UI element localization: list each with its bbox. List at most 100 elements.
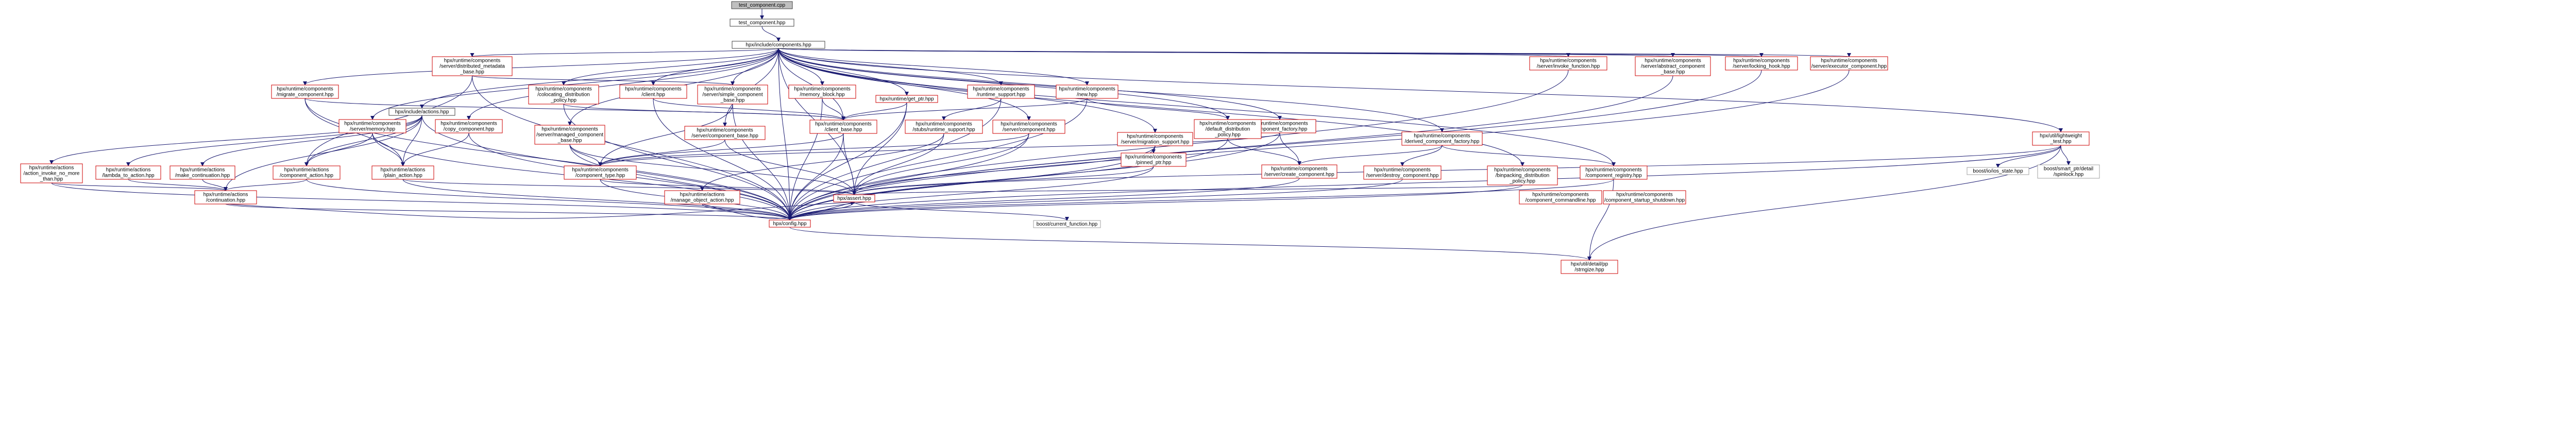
node-label-line: _test.hpp bbox=[2049, 139, 2072, 145]
edge-get_ptr-to-client_base bbox=[843, 103, 907, 120]
edge-default_dist-to-config_hpp bbox=[790, 139, 1228, 220]
edge-components_hpp-to-new_hpp bbox=[778, 48, 1087, 85]
node-locking_hook[interactable]: hpx/runtime/components/server/locking_ho… bbox=[1725, 57, 1798, 70]
edge-server_memory-to-component_action bbox=[307, 133, 372, 166]
node-destroy_component[interactable]: hpx/runtime/components/server/destroy_co… bbox=[1364, 166, 1441, 179]
node-pinned_ptr[interactable]: hpx/runtime/components/pinned_ptr.hpp bbox=[1121, 153, 1186, 166]
node-abstract_base[interactable]: hpx/runtime/components/server/abstract_c… bbox=[1635, 57, 1710, 76]
node-plain_action[interactable]: hpx/runtime/actions/plain_action.hpp bbox=[372, 166, 434, 179]
edge-components_hpp-to-executor_comp bbox=[778, 48, 1849, 57]
node-label-line: hpx/runtime/components bbox=[973, 87, 1029, 92]
node-continuation[interactable]: hpx/runtime/actions/continuation.hpp bbox=[195, 191, 257, 204]
node-label-line: test_component.hpp bbox=[739, 20, 786, 26]
node-client_hpp[interactable]: hpx/runtime/components/client.hpp bbox=[620, 85, 687, 98]
node-test_hpp[interactable]: test_component.hpp bbox=[730, 19, 794, 26]
node-component_type[interactable]: hpx/runtime/components/component_type.hp… bbox=[564, 166, 636, 179]
node-server_memory[interactable]: hpx/runtime/components/server/memory.hpp bbox=[339, 120, 406, 133]
edge-components_hpp-to-comp_factory bbox=[778, 48, 1280, 120]
node-label-line: /server/executor_component.hpp bbox=[1811, 64, 1887, 70]
node-smart_spinlock: boost/smart_ptr/detail/spinlock.hpp bbox=[2038, 165, 2099, 178]
node-make_no_more[interactable]: hpx/runtime/actions/action_invoke_no_mor… bbox=[21, 164, 82, 183]
node-components_hpp[interactable]: hpx/include/components.hpp bbox=[732, 41, 825, 48]
edge-components_hpp-to-dist_metadata bbox=[472, 48, 779, 57]
node-comp_registry[interactable]: hpx/runtime/components/component_registr… bbox=[1580, 166, 1647, 179]
node-current_function: boost/current_function.hpp bbox=[1033, 220, 1100, 228]
node-label-line: boost/current_function.hpp bbox=[1037, 222, 1098, 227]
node-lightweight_test[interactable]: hpx/util/lightweight_test.hpp bbox=[2032, 132, 2089, 145]
node-default_dist[interactable]: hpx/runtime/components/default_distribut… bbox=[1194, 120, 1261, 139]
node-label-line: hpx/runtime/components bbox=[704, 87, 761, 92]
node-component_action[interactable]: hpx/runtime/actions/component_action.hpp bbox=[273, 166, 340, 179]
node-lambda_to_action[interactable]: hpx/runtime/actions/lambda_to_action.hpp bbox=[96, 166, 161, 179]
edge-derived_factory-to-create_component bbox=[1299, 145, 1442, 165]
node-stubs_runtime_support[interactable]: hpx/runtime/components/stubs/runtime_sup… bbox=[905, 120, 982, 133]
edge-lightweight_test-to-smart_spinlock bbox=[2061, 145, 2069, 165]
node-label-line: hpx/runtime/components bbox=[1540, 58, 1597, 64]
node-migrate[interactable]: hpx/runtime/components/migrate_component… bbox=[272, 85, 338, 98]
node-label-line: hpx/runtime/components bbox=[541, 127, 598, 132]
node-runtime_support[interactable]: hpx/runtime/components/runtime_support.h… bbox=[968, 85, 1035, 98]
node-comp_commandline[interactable]: hpx/runtime/components/component_command… bbox=[1519, 191, 1602, 204]
node-get_ptr[interactable]: hpx/runtime/get_ptr.hpp bbox=[876, 95, 938, 103]
node-label-line: /make_continuation.hpp bbox=[175, 173, 230, 179]
node-make_continuation[interactable]: hpx/runtime/actions/make_continuation.hp… bbox=[170, 166, 235, 179]
node-invoke_function[interactable]: hpx/runtime/components/server/invoke_fun… bbox=[1530, 57, 1607, 70]
node-label-line: hpx/runtime/components bbox=[1271, 166, 1328, 172]
node-simple_base[interactable]: hpx/runtime/components/server/simple_com… bbox=[698, 85, 768, 104]
node-label-line: hpx/runtime/get_ptr.hpp bbox=[879, 96, 934, 102]
edge-runtime_support-to-stubs_runtime_support bbox=[944, 98, 1001, 120]
node-server_comp_base[interactable]: hpx/runtime/components/server/component_… bbox=[685, 126, 765, 140]
node-label-line: hpx/runtime/components bbox=[1821, 58, 1877, 64]
node-label-line: /action_invoke_no_more bbox=[24, 171, 80, 177]
edge-components_hpp-to-copy_component bbox=[469, 48, 778, 120]
node-server_component[interactable]: hpx/runtime/components/server/component.… bbox=[993, 120, 1065, 133]
node-root[interactable]: test_component.cpp bbox=[732, 2, 792, 9]
node-label-line: /derived_component_factory.hpp bbox=[1405, 139, 1480, 145]
node-label-line: hpx/runtime/components bbox=[916, 122, 972, 127]
node-label-line: /component_type.hpp bbox=[575, 173, 625, 179]
node-label-line: hpx/runtime/components bbox=[1374, 167, 1431, 173]
node-client_base[interactable]: hpx/runtime/components/client_base.hpp bbox=[810, 120, 877, 133]
node-label-line: hpx/runtime/components bbox=[1001, 122, 1057, 127]
node-comp_startup[interactable]: hpx/runtime/components/component_startup… bbox=[1603, 191, 1686, 204]
edge-test_hpp-to-components_hpp bbox=[762, 26, 778, 41]
node-label-line: hpx/runtime/actions bbox=[106, 167, 151, 173]
node-create_component[interactable]: hpx/runtime/components/server/create_com… bbox=[1262, 165, 1337, 178]
node-label-line: hpx/runtime/actions bbox=[284, 167, 329, 173]
edge-new_hpp-to-default_dist bbox=[1087, 98, 1228, 120]
node-assert_hpp[interactable]: hpx/assert.hpp bbox=[834, 195, 875, 202]
node-label-line: _policy.hpp bbox=[1509, 179, 1535, 184]
node-new_hpp[interactable]: hpx/runtime/components/new.hpp bbox=[1056, 85, 1118, 98]
node-label-line: /runtime_support.hpp bbox=[977, 92, 1026, 98]
node-label-line: hpx/runtime/components bbox=[535, 87, 592, 92]
node-label-line: hpx/runtime/components bbox=[1059, 87, 1115, 92]
node-binpacking[interactable]: hpx/runtime/components/binpacking_distri… bbox=[1487, 166, 1557, 185]
node-label-line: hpx/include/components.hpp bbox=[745, 42, 811, 48]
node-migration_support[interactable]: hpx/runtime/components/server/migration_… bbox=[1117, 132, 1193, 146]
node-memory_block[interactable]: hpx/runtime/components/memory_block.hpp bbox=[789, 85, 856, 98]
node-colocating[interactable]: hpx/runtime/components/colocating_distri… bbox=[529, 85, 599, 104]
edge-simple_base-to-config_hpp bbox=[733, 104, 790, 220]
node-label-line: /server/migration_support.hpp bbox=[1121, 140, 1190, 145]
node-actions_hpp[interactable]: hpx/include/actions.hpp bbox=[389, 108, 455, 115]
node-label-line: /server/memory.hpp bbox=[350, 127, 396, 132]
node-label-line: hpx/runtime/components bbox=[1125, 155, 1182, 160]
node-managed_base[interactable]: hpx/runtime/components/server/managed_co… bbox=[535, 125, 605, 144]
node-label-line: hpx/runtime/components bbox=[1199, 121, 1256, 127]
node-label-line: test_component.cpp bbox=[739, 3, 785, 8]
node-dist_metadata[interactable]: hpx/runtime/components/server/distribute… bbox=[432, 57, 512, 76]
node-config_hpp[interactable]: hpx/config.hpp bbox=[769, 220, 810, 227]
node-label-line: hpx/runtime/components bbox=[1532, 192, 1589, 198]
node-label-line: /client.hpp bbox=[641, 92, 665, 98]
node-label-line: /spinlock.hpp bbox=[2054, 172, 2084, 178]
node-label-line: /plain_action.hpp bbox=[383, 173, 422, 179]
node-label-line: /migrate_component.hpp bbox=[277, 92, 334, 98]
node-executor_comp[interactable]: hpx/runtime/components/server/executor_c… bbox=[1810, 57, 1888, 70]
node-derived_factory[interactable]: hpx/runtime/components/derived_component… bbox=[1402, 132, 1482, 145]
node-label-line: /binpacking_distribution bbox=[1496, 173, 1550, 179]
node-label-line: /server/simple_component bbox=[702, 92, 762, 98]
node-detail_lexical[interactable]: hpx/util/detail/pp/strngize.hpp bbox=[1561, 260, 1618, 274]
node-manage_object[interactable]: hpx/runtime/actions/manage_object_action… bbox=[665, 191, 740, 204]
node-copy_component[interactable]: hpx/runtime/components/copy_component.hp… bbox=[435, 120, 502, 133]
node-label-line: /colocating_distribution bbox=[537, 92, 590, 98]
